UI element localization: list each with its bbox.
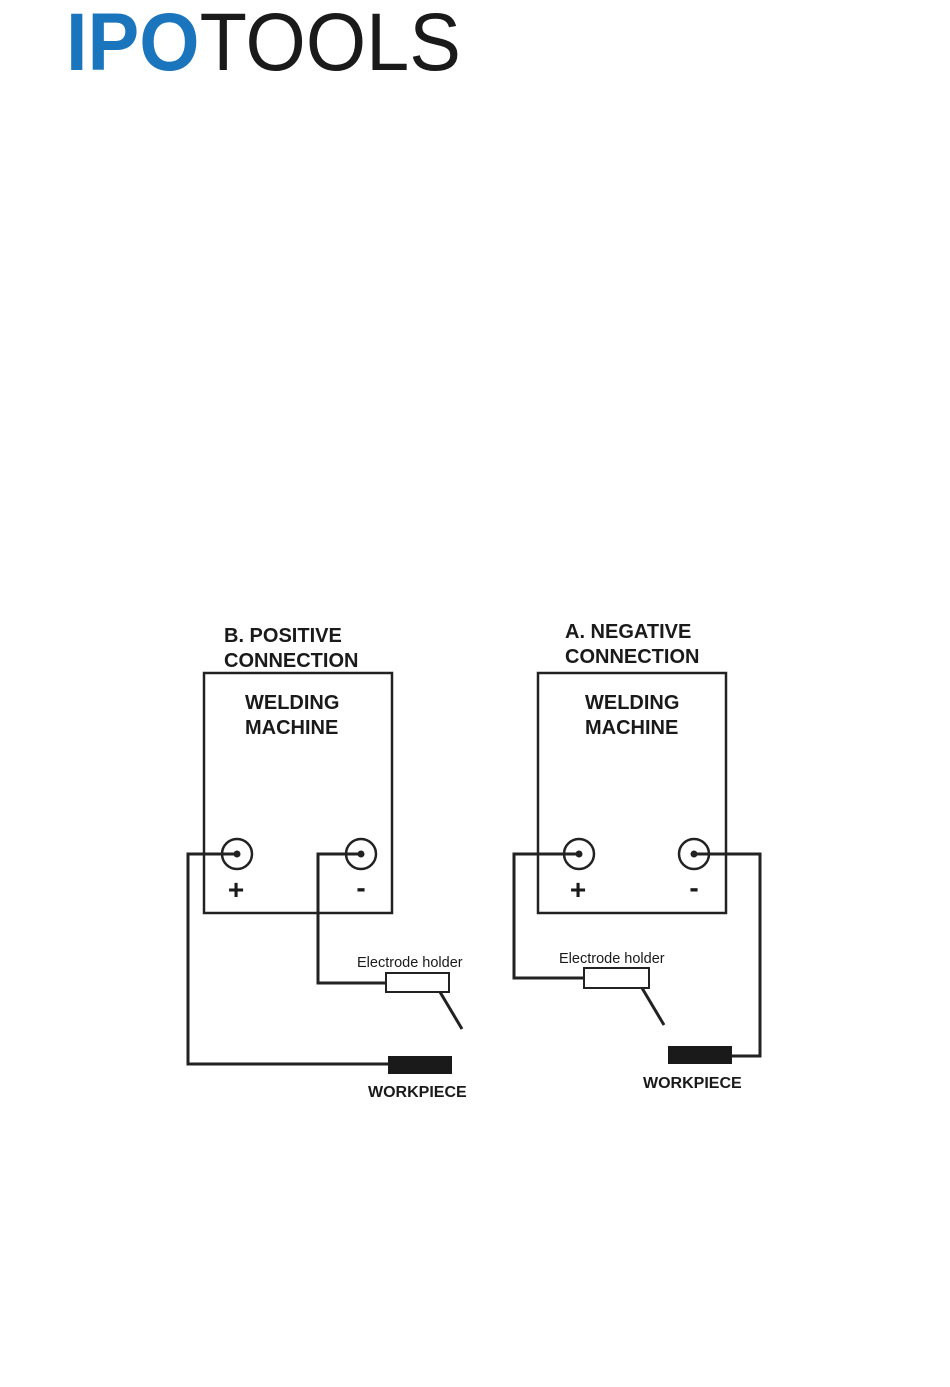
positive-connection-diagram: B. POSITIVE CONNECTION WELDING MACHINE +… (188, 625, 467, 1101)
negative-machine-line2: MACHINE (585, 717, 678, 739)
positive-electrode-rod (440, 992, 462, 1029)
negative-title-line2: CONNECTION (565, 646, 699, 668)
positive-workpiece-block (388, 1056, 452, 1074)
positive-title-line2: CONNECTION (224, 650, 358, 672)
positive-machine-line1: WELDING (245, 692, 339, 714)
negative-electrode-holder (584, 968, 649, 988)
negative-electrode-holder-label: Electrode holder (559, 951, 665, 967)
positive-electrode-holder-label: Electrode holder (357, 955, 463, 971)
positive-machine-line2: MACHINE (245, 717, 338, 739)
negative-connection-diagram: A. NEGATIVE CONNECTION WELDING MACHINE +… (514, 621, 760, 1092)
negative-workpiece-label: WORKPIECE (643, 1075, 742, 1092)
positive-electrode-holder (386, 973, 449, 992)
negative-minus-sign: - (689, 872, 698, 903)
positive-title-line1: B. POSITIVE (224, 625, 342, 647)
positive-minus-sign: - (356, 872, 365, 903)
negative-electrode-rod (642, 988, 664, 1025)
negative-plus-sign: + (570, 874, 586, 905)
negative-machine-line1: WELDING (585, 692, 679, 714)
negative-workpiece-block (668, 1046, 732, 1064)
positive-plus-sign: + (228, 874, 244, 905)
negative-title-line1: A. NEGATIVE (565, 621, 691, 643)
positive-workpiece-label: WORKPIECE (368, 1084, 467, 1101)
